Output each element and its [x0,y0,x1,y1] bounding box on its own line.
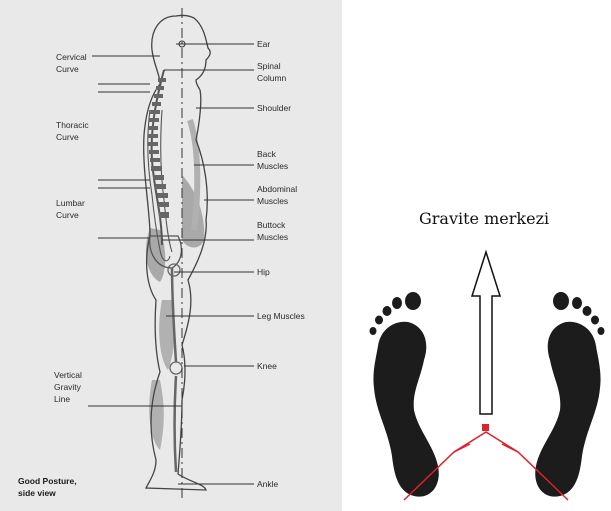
label-shoulder: Shoulder [257,103,291,113]
center-of-gravity-marker [482,424,489,431]
label-ear: Ear [257,39,270,49]
label-knee: Knee [257,361,277,371]
left-footprint-icon [370,292,439,497]
right-footprint-icon [535,292,604,497]
center-of-gravity-caption: Gravite merkezi [419,209,549,228]
feet-diagram: Gravite merkezi [370,209,605,500]
label-leg-muscles: Leg Muscles [257,311,305,321]
label-hip: Hip [257,267,270,277]
upward-arrow-icon [472,252,500,414]
label-ankle: Ankle [257,479,279,489]
posture-panel-background [0,0,342,511]
